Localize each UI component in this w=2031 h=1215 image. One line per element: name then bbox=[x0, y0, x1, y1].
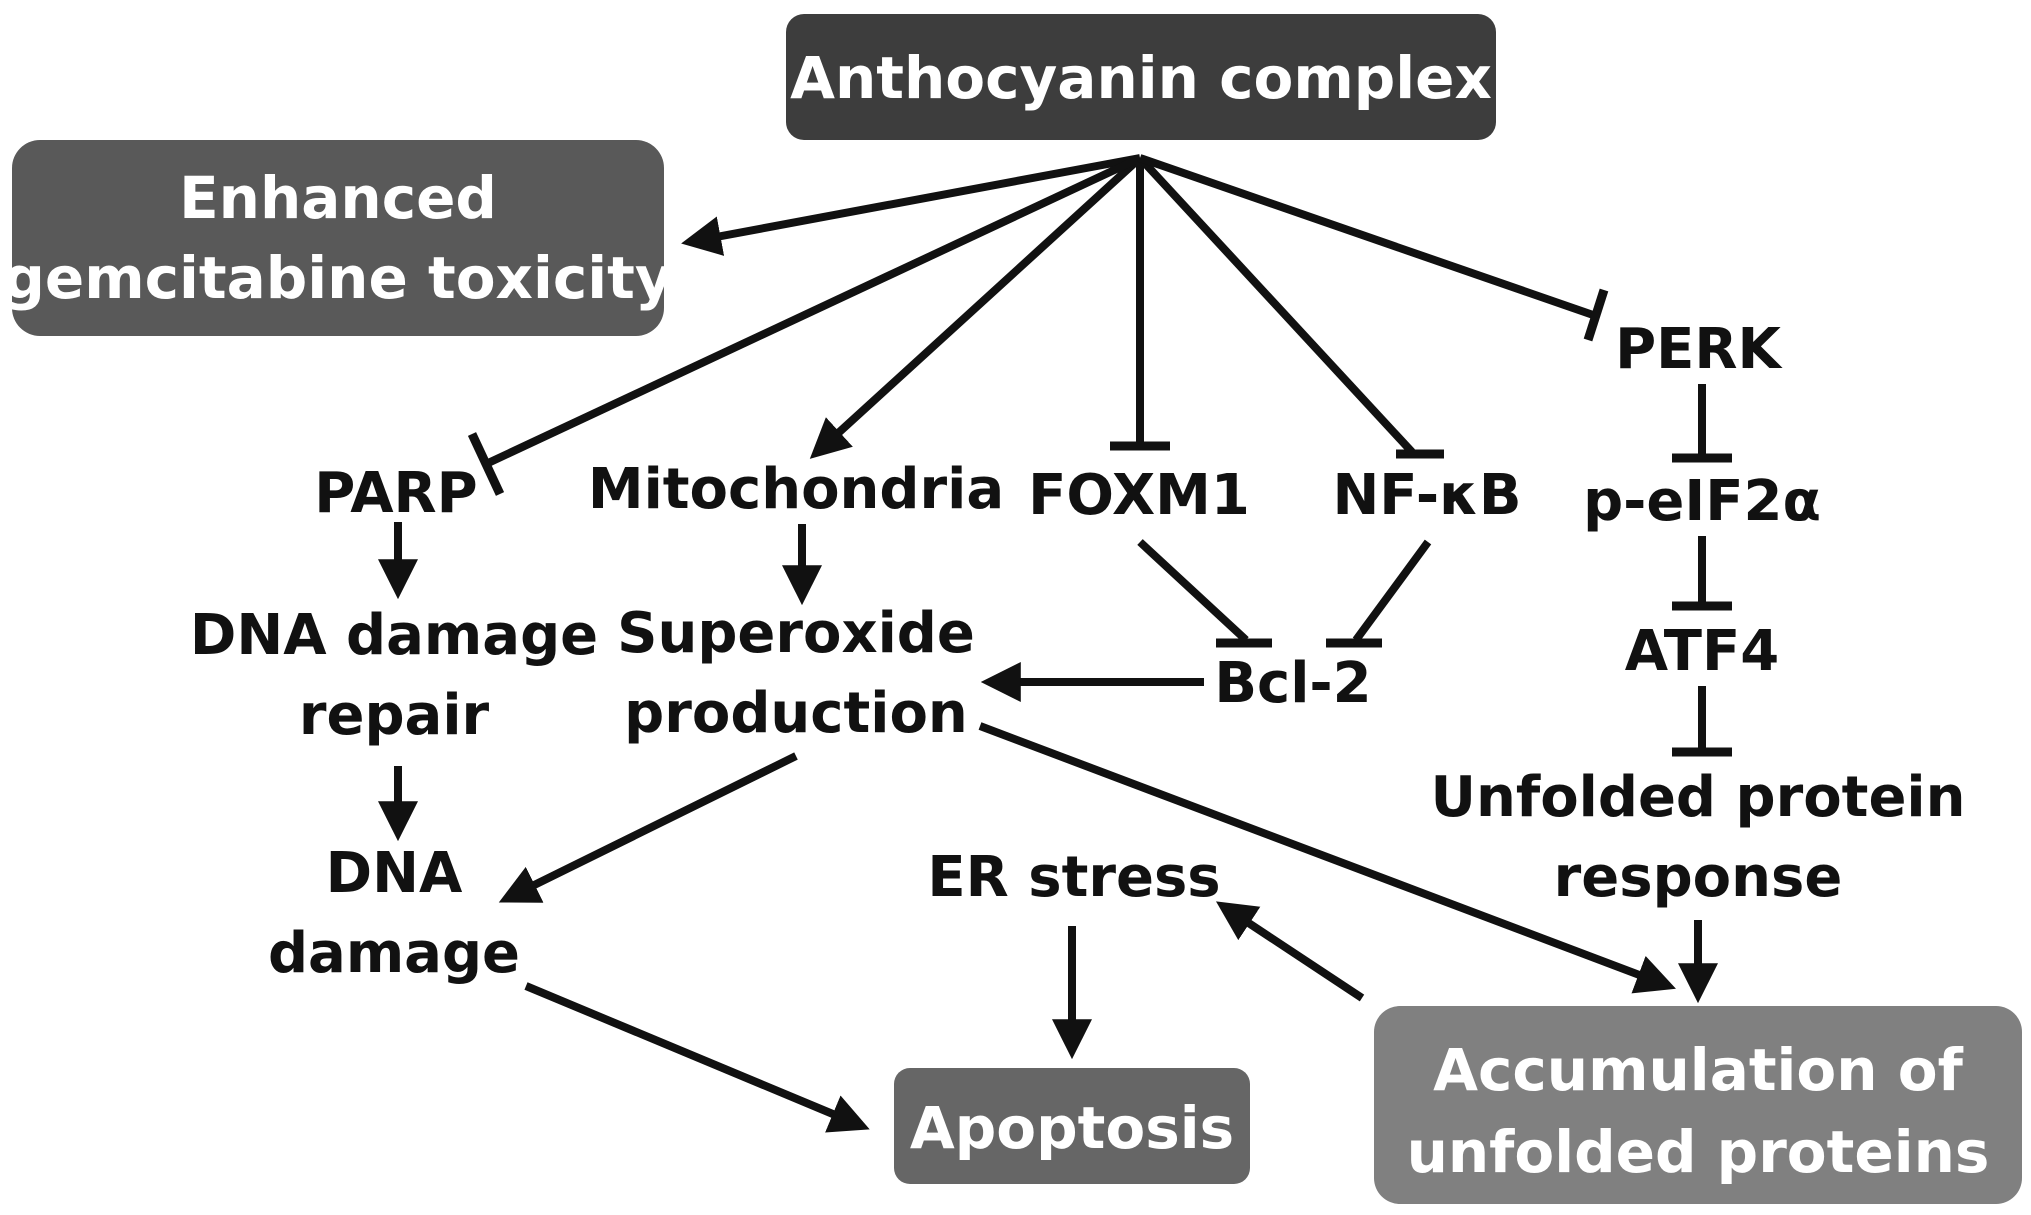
er-stress-label: ER stress bbox=[927, 845, 1220, 910]
dna-damage-repair-label-line2: repair bbox=[299, 683, 490, 748]
atf4-label: ATF4 bbox=[1625, 619, 1779, 684]
mitochondria-label: Mitochondria bbox=[588, 457, 1004, 522]
bcl2-label: Bcl-2 bbox=[1214, 651, 1371, 716]
arrow-superoxide-to-dna-damage bbox=[498, 752, 798, 903]
accumulation-label-line2: unfolded proteins bbox=[1407, 1118, 1990, 1186]
arrow-anthocyanin-to-gemcitabine bbox=[681, 154, 1141, 256]
apoptosis-label: Apoptosis bbox=[910, 1094, 1234, 1162]
perk-label: PERK bbox=[1615, 317, 1783, 382]
inhibit-foxm1-to-bcl2 bbox=[1137, 539, 1249, 643]
anthocyanin-complex-box bbox=[786, 14, 1496, 140]
accumulation-label-line1: Accumulation of bbox=[1433, 1036, 1963, 1104]
accumulation-box bbox=[1374, 1006, 2022, 1204]
arrow-dna-damage-to-apoptosis bbox=[524, 982, 870, 1133]
dna-damage-repair-label-line1: DNA damage bbox=[190, 603, 598, 668]
superoxide-production-label-line2: production bbox=[624, 681, 968, 746]
peif2a-label: p-eIF2α bbox=[1583, 469, 1821, 534]
inhibit-anthocyanin-to-perk bbox=[1138, 154, 1598, 320]
accumulation-node: Accumulation of unfolded proteins bbox=[1374, 1006, 2022, 1204]
enhanced-gemcitabine-label-line2: gemcitabine toxicity bbox=[3, 244, 672, 312]
inhibit-bar-parp bbox=[467, 432, 505, 496]
dna-damage-label-line2: damage bbox=[268, 921, 520, 986]
arrow-accumulation-to-er-stress bbox=[1215, 901, 1365, 1002]
enhanced-gemcitabine-label-line1: Enhanced bbox=[179, 164, 497, 232]
inhibit-bar-perk bbox=[1583, 288, 1609, 342]
inhibit-anthocyanin-to-nfkb bbox=[1137, 155, 1415, 455]
foxm1-label: FOXM1 bbox=[1028, 463, 1250, 528]
inhibit-anthocyanin-to-parp bbox=[484, 154, 1142, 468]
enhanced-gemcitabine-box bbox=[12, 140, 664, 336]
dna-damage-label-line1: DNA bbox=[326, 841, 463, 906]
inhibit-nfkb-to-bcl2 bbox=[1352, 539, 1432, 643]
enhanced-gemcitabine-node: Enhanced gemcitabine toxicity bbox=[3, 140, 673, 336]
unfolded-protein-response-label-line1: Unfolded protein bbox=[1430, 765, 1965, 830]
nfkb-label: NF-κB bbox=[1332, 463, 1521, 528]
apoptosis-node: Apoptosis bbox=[894, 1068, 1250, 1184]
anthocyanin-complex-label: Anthocyanin complex bbox=[790, 44, 1492, 112]
superoxide-production-label-line1: Superoxide bbox=[617, 601, 975, 666]
arrow-anthocyanin-to-mitochondria bbox=[809, 155, 1143, 459]
anthocyanin-complex-node: Anthocyanin complex bbox=[786, 14, 1496, 140]
arrow-superoxide-to-accumulation bbox=[978, 722, 1676, 994]
apoptosis-box bbox=[894, 1068, 1250, 1184]
unfolded-protein-response-label-line2: response bbox=[1554, 845, 1843, 910]
parp-label: PARP bbox=[314, 461, 477, 526]
